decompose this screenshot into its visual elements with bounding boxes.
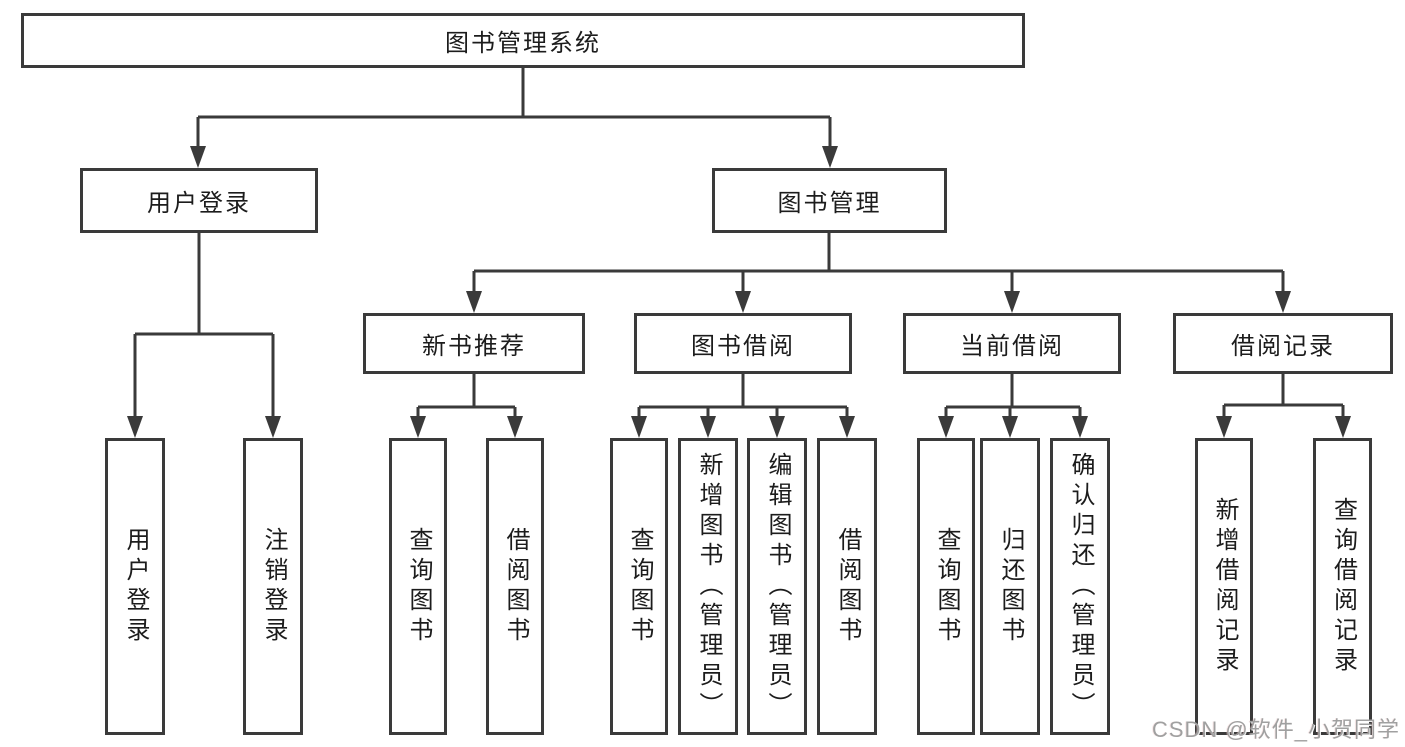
leaf-label: 用户登录 — [122, 526, 149, 647]
leaf-label: 借阅图书 — [834, 526, 861, 647]
csdn-watermark: CSDN @软件_小贺同学 — [1151, 717, 1400, 742]
node-book-borrow: 图书借阅 — [634, 313, 852, 374]
node-label: 用户登录 — [147, 190, 251, 217]
leaf-user-login: 用户登录 — [105, 438, 165, 735]
leaf-label: 编辑图书（管理员） — [764, 451, 791, 722]
leaf-query-book-2: 查询图书 — [610, 438, 668, 735]
leaf-borrow-book-1: 借阅图书 — [486, 438, 544, 735]
node-root-label: 图书管理系统 — [445, 30, 601, 57]
leaf-confirm-return-admin: 确认归还（管理员） — [1050, 438, 1110, 735]
leaf-label: 查询图书 — [405, 526, 432, 647]
node-borrow-record: 借阅记录 — [1173, 313, 1393, 374]
leaf-label: 借阅图书 — [502, 526, 529, 647]
leaf-return-book: 归还图书 — [980, 438, 1040, 735]
leaf-edit-book-admin: 编辑图书（管理员） — [747, 438, 807, 735]
leaf-label: 查询图书 — [626, 526, 653, 647]
node-label: 图书借阅 — [691, 333, 795, 360]
leaf-label: 新增借阅记录 — [1211, 496, 1238, 677]
node-current-borrow: 当前借阅 — [903, 313, 1121, 374]
leaf-label: 查询图书 — [933, 526, 960, 647]
node-user-login: 用户登录 — [80, 168, 318, 233]
leaf-label: 确认归还（管理员） — [1067, 451, 1094, 722]
node-label: 图书管理 — [777, 190, 882, 217]
leaf-query-borrow-record: 查询借阅记录 — [1313, 438, 1372, 735]
leaf-label: 新增图书（管理员） — [695, 451, 722, 722]
leaf-label: 查询借阅记录 — [1329, 496, 1357, 677]
leaf-query-book-3: 查询图书 — [917, 438, 975, 735]
node-label: 当前借阅 — [960, 333, 1064, 360]
leaf-add-borrow-record: 新增借阅记录 — [1195, 438, 1253, 735]
leaf-borrow-book-2: 借阅图书 — [817, 438, 877, 735]
leaf-query-book-1: 查询图书 — [389, 438, 447, 735]
leaf-label: 注销登录 — [260, 526, 287, 647]
leaf-add-book-admin: 新增图书（管理员） — [678, 438, 738, 735]
node-label: 新书推荐 — [422, 333, 526, 360]
node-new-book-recommend: 新书推荐 — [363, 313, 585, 374]
node-label: 借阅记录 — [1231, 333, 1335, 360]
leaf-logout: 注销登录 — [243, 438, 303, 735]
node-book-management: 图书管理 — [712, 168, 947, 233]
node-root-system: 图书管理系统 — [21, 13, 1025, 68]
leaf-label: 归还图书 — [997, 526, 1024, 647]
